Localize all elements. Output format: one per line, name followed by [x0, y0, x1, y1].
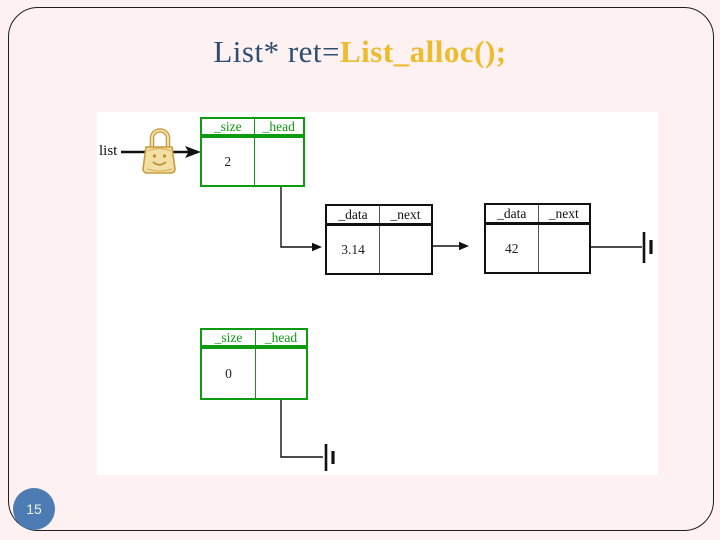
head-pointer-cell: [255, 138, 303, 185]
table-header-row: _size _head: [202, 330, 306, 349]
next-header: _next: [390, 206, 421, 222]
title-code-prefix: List* ret=: [213, 34, 340, 69]
list-variable-label: list: [99, 143, 118, 159]
data-value: 42: [486, 225, 539, 272]
table-body-row: 0: [202, 349, 306, 398]
title-code-highlight: List_alloc();: [340, 34, 507, 69]
connector-lines: [121, 146, 653, 471]
next-pointer-cell: [380, 226, 431, 273]
table-body-row: 3.14: [327, 226, 431, 273]
data-header: _data: [486, 205, 539, 222]
table-body-row: 2: [202, 138, 303, 185]
table-header-row: _data _next: [327, 206, 431, 226]
size-value: 2: [202, 138, 255, 185]
node-table-1: _data _next 3.14: [325, 204, 433, 275]
data-header: _data: [327, 206, 381, 223]
next-header: _next: [548, 205, 579, 221]
size-header: _size: [202, 330, 257, 345]
next-pointer-cell: [539, 225, 589, 272]
page-number: 15: [26, 501, 42, 517]
size-value: 0: [202, 349, 257, 398]
table-body-row: 42: [486, 225, 589, 272]
null-terminator-icon: [642, 232, 653, 263]
table-header-row: _size _head: [202, 119, 303, 138]
slide-title: List* ret=List_alloc();: [0, 34, 720, 70]
lock-icon: [142, 128, 176, 174]
null-terminator-icon: [324, 444, 335, 471]
size-header: _size: [202, 119, 255, 134]
page-number-badge: 15: [13, 488, 55, 530]
linked-list-diagram: list _size _head 2 _data _next 3.14: [97, 112, 658, 475]
empty-list-struct-table: _size _head 0: [200, 328, 308, 400]
table-header-row: _data _next: [486, 205, 589, 225]
head-header: _head: [262, 118, 295, 134]
head-header: _head: [264, 329, 298, 345]
list-struct-table: _size _head 2: [200, 117, 305, 187]
node-table-2: _data _next 42: [484, 203, 591, 274]
data-value: 3.14: [327, 226, 381, 273]
head-pointer-cell: [256, 349, 306, 398]
